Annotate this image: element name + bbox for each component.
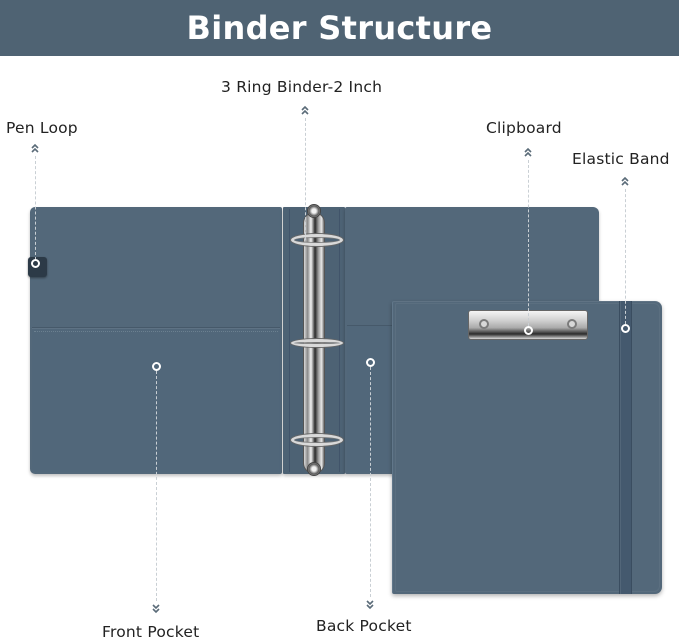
ring-top xyxy=(291,234,343,246)
callout-back-pocket-label: Back Pocket xyxy=(316,617,412,635)
spine-crease-left xyxy=(289,209,290,472)
callout-ring-binder-line xyxy=(305,118,306,240)
callout-elastic-band-label: Elastic Band xyxy=(572,150,670,168)
ring-middle xyxy=(291,339,343,347)
chevron-down-double-icon xyxy=(365,600,375,610)
callout-pen-loop-line xyxy=(35,156,36,260)
callout-front-pocket-line xyxy=(156,371,157,601)
chevron-up-double-icon xyxy=(30,143,40,153)
chevron-up-double-icon xyxy=(523,147,533,157)
chevron-up-double-icon xyxy=(620,176,630,186)
clipboard-board xyxy=(392,301,662,594)
rivet-icon xyxy=(479,319,489,329)
callout-front-pocket-marker-icon xyxy=(152,362,161,371)
header-banner: Binder Structure xyxy=(0,0,679,56)
ring-bottom xyxy=(291,434,343,446)
callout-pen-loop-marker-icon xyxy=(31,259,40,268)
callout-elastic-band-marker-icon xyxy=(621,324,630,333)
callout-back-pocket-marker-icon xyxy=(366,358,375,367)
callout-ring-binder-label: 3 Ring Binder-2 Inch xyxy=(221,78,383,96)
callout-elastic-band-line xyxy=(625,189,626,324)
callout-pen-loop-label: Pen Loop xyxy=(6,119,78,137)
elastic-band xyxy=(619,301,632,594)
ring-lever-bottom-icon xyxy=(307,462,321,476)
page-title: Binder Structure xyxy=(186,9,493,47)
back-pocket xyxy=(347,325,397,472)
callout-clipboard-label: Clipboard xyxy=(486,119,562,137)
ring-lever-top-icon xyxy=(307,204,321,218)
callout-front-pocket-label: Front Pocket xyxy=(102,623,200,641)
callout-back-pocket-line xyxy=(370,367,371,597)
chevron-down-double-icon xyxy=(151,604,161,614)
callout-clipboard-line xyxy=(528,160,529,326)
chevron-up-double-icon xyxy=(300,105,310,115)
rivet-icon xyxy=(567,319,577,329)
callout-clipboard-marker-icon xyxy=(524,326,533,335)
